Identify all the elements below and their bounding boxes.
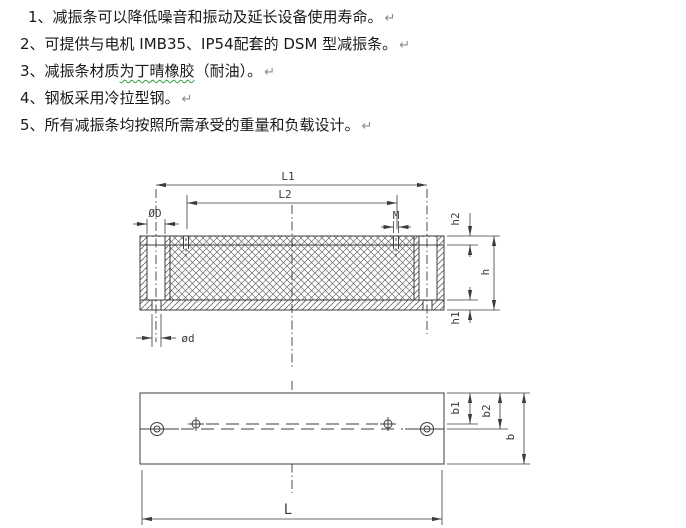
dim-label-h2: h2 <box>449 212 462 225</box>
paragraph-mark-icon: ↵ <box>181 92 193 107</box>
section-dimensions <box>133 182 500 347</box>
note-line-5: 5、所有减振条均按照所需承受的重量和负载设计。↵ <box>0 115 372 137</box>
note-line-1: 1、减振条可以降低噪音和振动及延长设备使用寿命。↵ <box>0 7 395 29</box>
paragraph-mark-icon: ↵ <box>361 119 373 134</box>
spellcheck-underlined-text: 为丁晴橡胶 <box>119 62 195 80</box>
dim-label-h1: h1 <box>449 311 462 324</box>
paragraph-mark-icon: ↵ <box>399 38 411 53</box>
plan-view <box>139 392 445 465</box>
note-text: 4、钢板采用冷拉型钢。 <box>20 89 180 107</box>
dim-label-OD: ØD <box>148 207 161 220</box>
note-line-2: 2、可提供与电机 IMB35、IP54配套的 DSM 型减振条。↵ <box>0 34 410 56</box>
plan-dimensions <box>141 392 530 525</box>
dim-label-od: ød <box>181 332 194 345</box>
dim-label-L: L <box>284 502 292 518</box>
dim-label-b: b <box>504 434 517 441</box>
note-text: 2、可提供与电机 IMB35、IP54配套的 DSM 型减振条。 <box>20 35 398 53</box>
dim-label-b1: b1 <box>449 401 462 414</box>
paragraph-mark-icon: ↵ <box>384 11 396 26</box>
dim-label-b2: b2 <box>480 404 493 417</box>
dim-label-M: M <box>393 209 400 222</box>
dim-label-L1: L1 <box>281 170 294 183</box>
dim-label-L2: L2 <box>278 188 291 201</box>
note-text: 3、减振条材质 <box>20 62 120 80</box>
note-text: 1、减振条可以降低噪音和振动及延长设备使用寿命。 <box>28 8 383 26</box>
dim-label-h: h <box>479 269 492 276</box>
note-line-4: 4、钢板采用冷拉型钢。↵ <box>0 88 192 110</box>
note-text: （耐油）。 <box>194 62 263 80</box>
paragraph-mark-icon: ↵ <box>264 65 275 80</box>
note-line-3: 3、减振条材质为丁晴橡胶（耐油）。↵ <box>0 61 275 83</box>
note-text: 5、所有减振条均按照所需承受的重量和负载设计。 <box>20 116 360 134</box>
